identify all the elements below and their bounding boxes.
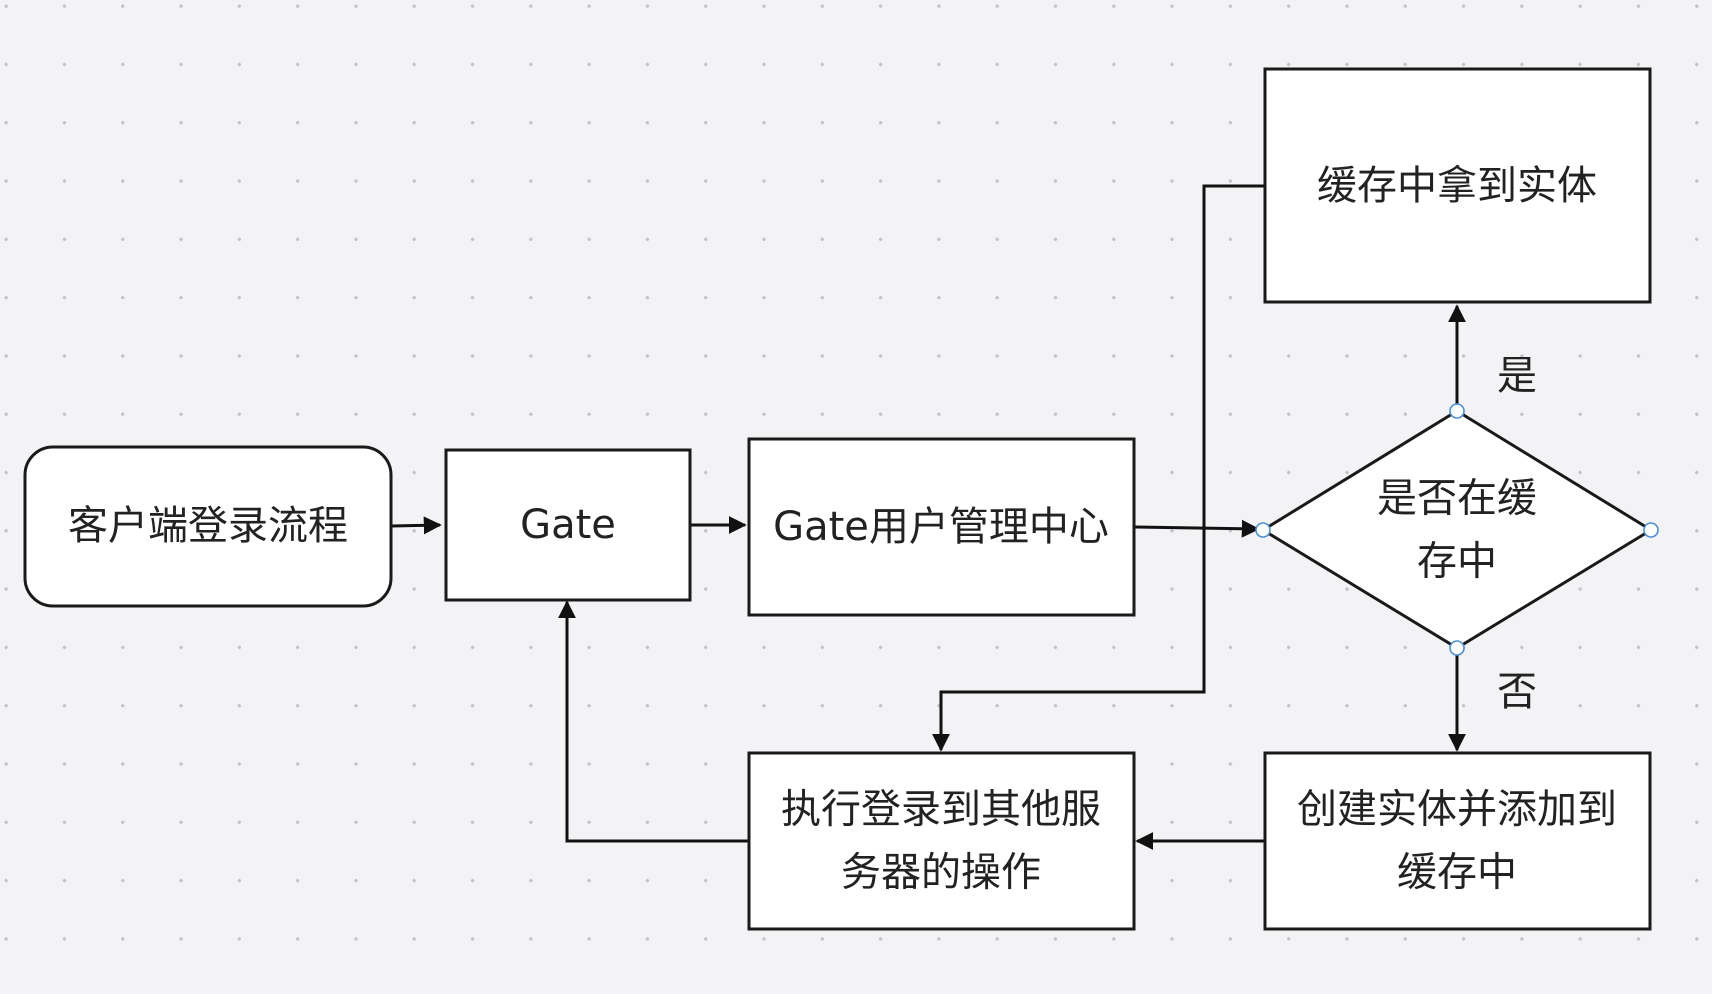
node-user-manager-text-line-1: Gate用户管理中心 [773,504,1109,550]
node-get-from-cache[interactable]: 缓存中拿到实体 [1263,67,1652,304]
edge-login-others-to-gate[interactable] [558,600,748,843]
node-gate-text: Gate [520,502,616,548]
selection-handle-right[interactable] [1643,522,1659,538]
node-cache-check[interactable]: 是否在缓存中 [1255,403,1659,656]
node-create-entity-text: 创建实体并添加到缓存中 [1297,787,1617,896]
node-gate-text-line-1: Gate [520,502,616,548]
node-login-others-text-line-1: 执行登录到其他服 [781,787,1101,833]
node-gate[interactable]: Gate [444,448,692,602]
node-client-login-text: 客户端登录流程 [68,503,348,549]
selection-handle-top[interactable] [1449,403,1465,419]
edge-label-yes: 是 [1497,353,1537,399]
edge-user-manager-to-cache-check[interactable] [1133,519,1260,538]
node-get-from-cache-text-line-1: 缓存中拿到实体 [1317,163,1597,209]
edge-get-from-cache-to-login-others[interactable] [932,184,1265,752]
node-client-login[interactable]: 客户端登录流程 [23,445,393,608]
edge-client-to-gate[interactable] [391,516,442,535]
node-cache-check-text-line-2: 存中 [1417,539,1497,585]
selection-handle-bottom[interactable] [1449,640,1465,656]
node-login-others-text: 执行登录到其他服务器的操作 [781,787,1101,896]
node-create-entity-text-line-2: 缓存中 [1397,850,1517,896]
selection-handle-left[interactable] [1255,522,1271,538]
node-user-manager-text: Gate用户管理中心 [773,504,1109,550]
node-client-login-text-line-1: 客户端登录流程 [68,503,348,549]
node-get-from-cache-text: 缓存中拿到实体 [1317,163,1597,209]
edges [391,184,1466,850]
node-create-entity-text-line-1: 创建实体并添加到 [1297,787,1617,833]
node-user-manager[interactable]: Gate用户管理中心 [747,437,1136,617]
edge-label-no: 否 [1497,669,1537,715]
node-login-others-text-line-2: 务器的操作 [841,850,1041,896]
node-create-entity[interactable]: 创建实体并添加到缓存中 [1263,751,1652,931]
node-cache-check-text: 是否在缓存中 [1377,476,1537,585]
node-login-others[interactable]: 执行登录到其他服务器的操作 [747,751,1136,931]
node-cache-check-text-line-1: 是否在缓 [1377,476,1537,522]
